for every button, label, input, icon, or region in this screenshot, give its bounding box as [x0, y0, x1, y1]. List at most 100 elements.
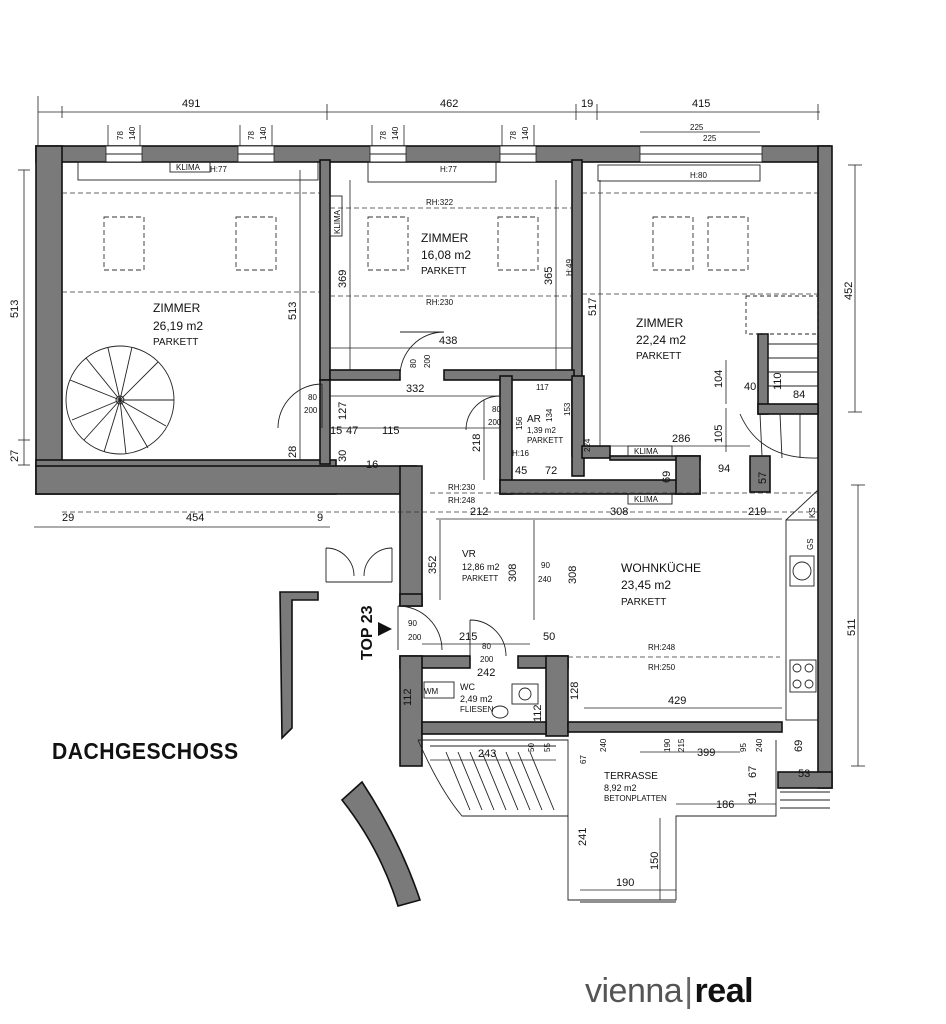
room-name: VR	[462, 549, 476, 560]
dim-vr-50: 50	[543, 631, 555, 643]
dim-right-511: 511	[846, 618, 858, 636]
kitchen-counter	[785, 489, 819, 721]
dim-vr-215: 215	[459, 631, 477, 643]
h-80-label: H:80	[690, 171, 707, 180]
dim-top-19: 19	[581, 98, 593, 110]
dim-win-78-a: 78	[116, 131, 125, 140]
dim-door-d-90: 90	[408, 619, 417, 628]
dim-low-29: 29	[62, 512, 74, 524]
dim-win-78-d: 78	[509, 131, 518, 140]
dim-door-e-200: 200	[480, 655, 494, 664]
window-dimensions: 78 140 78 140 78 140 78 140 225 225	[107, 123, 760, 148]
kitchen-dimensions: 429 69 53	[584, 695, 810, 780]
dim-right-452: 452	[843, 282, 855, 300]
room-zimmer-1: ZIMMER 26,19 m2 PARKETT	[153, 301, 203, 348]
left-dimension-chain: 513 27	[9, 169, 30, 466]
dim-door-f-240: 240	[538, 575, 552, 584]
dim-hall-72: 72	[545, 465, 557, 477]
dim-z3-94: 94	[718, 463, 730, 475]
logo-separator: |	[684, 972, 693, 1010]
dim-z3-105: 105	[713, 425, 725, 443]
room-floor: PARKETT	[527, 436, 563, 445]
dim-t-190-a: 190	[663, 738, 672, 752]
room-floor: PARKETT	[636, 351, 681, 362]
dim-t-190-b: 190	[616, 877, 634, 889]
room-name: TERRASSE	[604, 771, 658, 782]
dim-win-78-c: 78	[379, 131, 388, 140]
unit-marker: TOP 23	[359, 605, 392, 660]
dim-door-c-200: 200	[488, 418, 502, 427]
dim-top-415: 415	[692, 98, 710, 110]
h-16-label: H:16	[512, 449, 529, 458]
dim-z2-369: 369	[337, 270, 349, 288]
spiral-stair	[65, 345, 175, 455]
rh-230-label-1: RH:230	[426, 298, 454, 307]
room-area: 23,45 m2	[621, 578, 671, 592]
dim-vr-308-b: 308	[567, 566, 579, 584]
dim-door-f-90: 90	[541, 561, 550, 570]
dim-vr-308-a: 308	[507, 564, 519, 582]
dim-hall-115: 115	[382, 425, 400, 437]
room-floor: PARKETT	[462, 574, 498, 583]
rh-248-label-1: RH:248	[448, 496, 476, 505]
brand-logo: vienna|real	[585, 972, 754, 1011]
terrace-outline	[417, 739, 777, 903]
dim-z2-438: 438	[439, 335, 457, 347]
room-zimmer-3: ZIMMER 22,24 m2 PARKETT	[636, 316, 686, 362]
dim-z3-286: 286	[672, 433, 690, 445]
right-dimension-chain: 452 511	[843, 164, 865, 767]
room-ar: AR 1,39 m2 PARKETT	[527, 414, 563, 445]
dim-vr-128: 128	[569, 682, 581, 700]
room-area: 16,08 m2	[421, 248, 471, 262]
terrace-hatch	[445, 751, 830, 811]
dim-t-240-b: 240	[755, 738, 764, 752]
room-floor: BETONPLATTEN	[604, 794, 667, 803]
dim-hall-156: 156	[515, 416, 524, 430]
dim-t-55: 55	[543, 743, 552, 752]
entry-arrow-icon	[378, 622, 392, 636]
dim-t-50: 50	[527, 743, 536, 752]
dim-hall-45: 45	[515, 465, 527, 477]
dim-low-9: 9	[317, 512, 323, 524]
floor-title: DACHGESCHOSS	[52, 738, 239, 764]
room-floor: FLIESEN	[460, 705, 494, 714]
dim-low-308: 308	[610, 506, 628, 518]
dim-low-212: 212	[470, 506, 488, 518]
dim-win-225-b: 225	[703, 134, 717, 143]
dim-t-241: 241	[577, 828, 589, 846]
dim-vr-242: 242	[477, 667, 495, 679]
dim-t-95: 95	[739, 743, 748, 752]
room-area: 12,86 m2	[462, 562, 500, 572]
door-dimensions: 80 200 80 200 80 200 90 200 80 200 90 24…	[304, 354, 552, 664]
dim-hall-15: 15	[330, 425, 342, 437]
ks-label: KS	[808, 507, 817, 518]
room-floor: PARKETT	[621, 597, 666, 608]
rh-322-label: RH:322	[426, 198, 454, 207]
dim-win-140-a: 140	[128, 126, 137, 140]
hall-dimensions: 127 15 47 115 30 16 218 117 156 134 153 …	[330, 383, 592, 480]
dim-z3-84: 84	[793, 389, 805, 401]
zimmer3-dimensions: 517 104 105 286 40 84 110 94 69 57	[587, 180, 805, 484]
dim-door-a-80: 80	[308, 393, 317, 402]
wc-dimensions: 112 112	[402, 688, 544, 722]
room-name: ZIMMER	[636, 316, 684, 330]
dim-hall-117: 117	[536, 383, 549, 392]
klima-label-3: KLIMA	[634, 447, 659, 456]
room-area: 1,39 m2	[527, 426, 556, 435]
staircase	[739, 295, 819, 459]
dim-hall-224: 224	[583, 438, 592, 452]
dim-t-399: 399	[697, 747, 715, 759]
wm-label: WM	[424, 687, 439, 696]
dim-left-513: 513	[9, 300, 21, 318]
dim-t-186: 186	[716, 799, 734, 811]
dim-z3-104: 104	[713, 370, 725, 388]
rh-250-label: RH:250	[648, 663, 676, 672]
dim-t-243: 243	[478, 748, 496, 760]
room-area: 8,92 m2	[604, 783, 637, 793]
zimmer1-dimensions: 513 28	[287, 170, 301, 460]
dim-vr-352: 352	[427, 556, 439, 574]
dim-z3-110: 110	[772, 372, 784, 390]
vr-dimensions: 352 308 308 215 50 242 128	[422, 520, 581, 700]
walls	[35, 145, 833, 907]
